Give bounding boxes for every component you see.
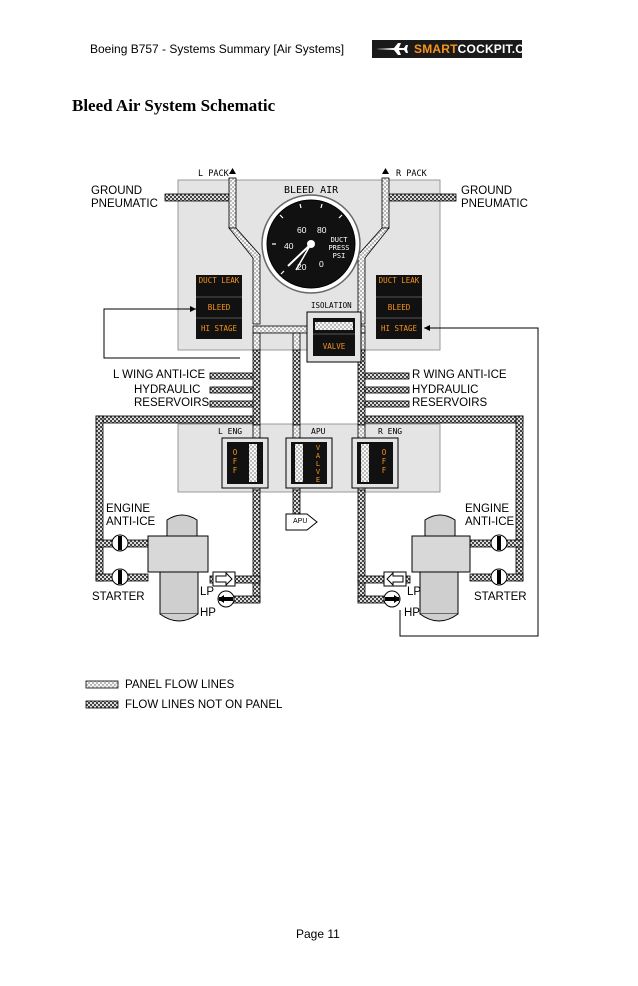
airplane-icon [372,40,522,58]
gauge-tick-40: 40 [284,241,294,251]
duct-press-psi-label: DUCT PRESS PSI [328,236,350,260]
page-title: Bleed Air System Schematic [72,96,276,115]
hydraulic-reservoirs-right-label: HYDRAULIC RESERVOIRS [412,384,488,409]
l-duct-leak-light: DUCT LEAK [198,276,240,285]
apu-unit-label: APU [293,518,308,525]
engine-anti-ice-left-label: ENGINE ANTI-ICE [106,503,156,528]
l-pack-label: L PACK [198,169,229,179]
apu-bleed-switch[interactable]: VALVE [315,444,321,484]
bleed-air-label: BLEED AIR [284,185,339,196]
hp-left-label: HP [200,607,216,619]
gauge-tick-20: 20 [297,262,307,272]
page-number: Page 11 [296,927,340,941]
legend-flow-lines-not-on-panel: FLOW LINES NOT ON PANEL [125,699,283,711]
isolation-label: ISOLATION [311,301,352,310]
l-eng-bleed-switch[interactable]: OFF [232,448,238,475]
r-wing-anti-ice-label: R WING ANTI-ICE [412,369,507,381]
starter-left-label: STARTER [92,591,145,603]
apu-label: APU [311,427,326,436]
engine-anti-ice-right-label: ENGINE ANTI-ICE [465,503,515,528]
lp-right-label: LP [407,586,422,598]
lp-left-label: LP [200,586,215,598]
hydraulic-reservoirs-left-label: HYDRAULIC RESERVOIRS [134,384,210,409]
ground-pneumatic-right-label: GROUND PNEUMATIC [461,185,528,210]
isolation-valve-switch[interactable]: VALVE [322,342,346,351]
gauge-tick-0: 0 [319,259,324,269]
ground-pneumatic-left-label: GROUND PNEUMATIC [91,185,158,210]
legend-panel-flow-swatch [85,680,119,689]
gauge-tick-80: 80 [317,225,327,235]
starter-right-label: STARTER [474,591,527,603]
legend-not-on-panel-swatch [85,700,119,709]
hp-right-label: HP [404,607,420,619]
r-duct-leak-light: DUCT LEAK [378,276,420,285]
gauge-tick-60: 60 [297,225,307,235]
l-hi-stage-light: HI STAGE [200,324,238,333]
smartcockpit-logo: SMARTCOCKPIT.COM [372,38,544,60]
r-hi-stage-light: HI STAGE [380,324,418,333]
r-eng-label: R ENG [378,427,403,436]
l-bleed-light: BLEED [207,303,231,312]
document-header: Boeing B757 - Systems Summary [Air Syste… [90,42,345,56]
l-wing-anti-ice-label: L WING ANTI-ICE [113,369,206,381]
r-bleed-light: BLEED [387,303,411,312]
l-eng-label: L ENG [218,427,243,436]
brand-cockpit: COCKPIT.COM [457,42,544,56]
brand-smart: SMART [414,42,458,56]
r-pack-label: R PACK [396,169,427,179]
r-eng-bleed-switch[interactable]: OFF [381,448,387,475]
legend-panel-flow-lines: PANEL FLOW LINES [125,679,235,691]
